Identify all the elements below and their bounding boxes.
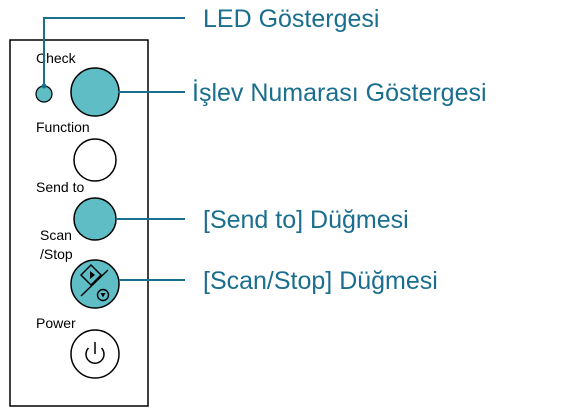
scan-label: Scan <box>40 227 72 243</box>
scan-stop-icon <box>80 264 110 302</box>
scan-stop-callout-text: [Scan/Stop] Düğmesi <box>203 267 438 295</box>
stop-label: /Stop <box>40 246 73 262</box>
scan-stop-button[interactable] <box>70 259 120 309</box>
function-button[interactable] <box>73 138 117 182</box>
check-label: Check <box>36 50 77 66</box>
function-number-indicator <box>70 67 120 117</box>
power-label: Power <box>36 315 76 331</box>
power-button[interactable] <box>70 329 120 379</box>
send-to-label: Send to <box>36 179 84 195</box>
power-icon <box>85 342 105 364</box>
send-to-button[interactable] <box>73 197 117 241</box>
function-label: Function <box>36 119 90 135</box>
send-to-callout-text: [Send to] Düğmesi <box>203 206 409 234</box>
led-callout-line <box>43 17 185 86</box>
led-callout-dot <box>41 83 47 89</box>
led-callout-text: LED Göstergesi <box>203 5 379 33</box>
function-number-callout-text: İşlev Numarası Göstergesi <box>192 78 487 107</box>
